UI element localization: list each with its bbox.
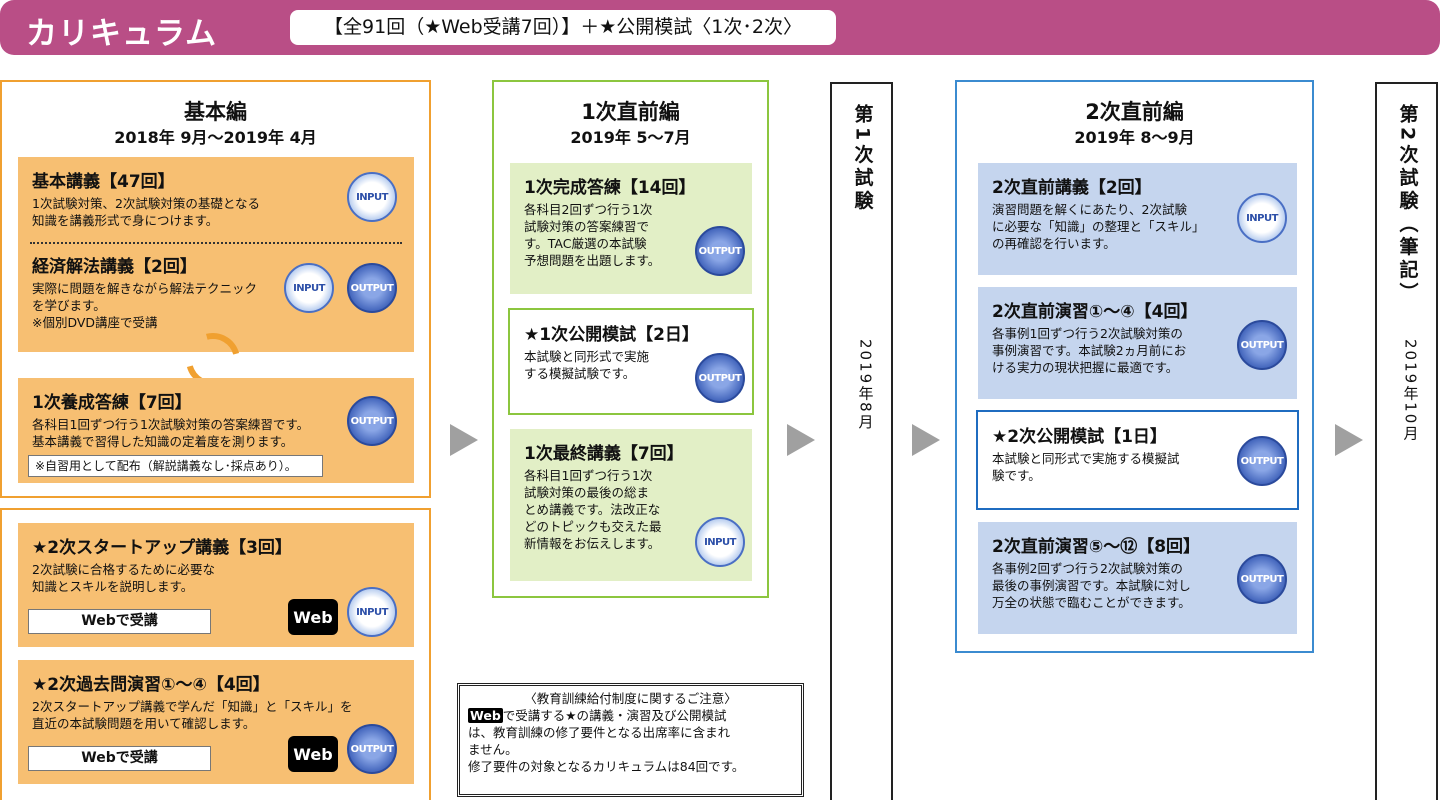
course-desc: 各科目1回ずつ行う1次 試験対策の最後の総ま とめ講義です。法改正な どのトピッ…	[524, 468, 662, 551]
notice-text: は、教育訓練の修了要件となる出席率に含まれ ません。	[468, 725, 731, 757]
web-badge: Web	[288, 599, 338, 635]
section-date: 2019年 5～7月	[570, 128, 691, 147]
section-title: 基本編	[184, 100, 247, 124]
course-desc: 本試験と同形式で実施する模擬試 験です。	[992, 451, 1180, 483]
course-card: ★2次過去問演習①～④【4回】 2次スタートアップ講義で学んだ「知識」と「スキル…	[18, 660, 414, 784]
basic-section: 基本編 2018年 9月～2019年 4月	[0, 80, 431, 498]
input-icon: INPUT	[1237, 193, 1287, 243]
exam-date: 2019年8月	[856, 339, 875, 431]
course-desc: 実際に問題を解きながら解法テクニック を学びます。 ※個別DVD講座で受講	[32, 281, 258, 330]
first-exam-column: 第1次試験 2019年8月	[830, 82, 893, 800]
course-title: 1次最終講義【7回】	[524, 444, 684, 464]
course-title: 2次直前講義【2回】	[992, 178, 1152, 198]
course-card: 1次完成答練【14回】 各科目2回ずつ行う1次 試験対策の答案練習で す。TAC…	[510, 163, 752, 294]
notice-text: 修了要件の対象となるカリキュラムは84回です。	[468, 759, 745, 774]
course-card: ★2次公開模試【1日】 本試験と同形式で実施する模擬試 験です。 OUTPUT	[976, 410, 1299, 510]
notice-title: 〈教育訓練給付制度に関するご注意〉	[524, 691, 737, 706]
course-title: 経済解法講義【2回】	[32, 257, 197, 277]
course-card: 1次養成答練【7回】 各科目1回ずつ行う1次試験対策の答案練習です。 基本講義で…	[18, 378, 414, 483]
course-desc: 本試験と同形式で実施 する模擬試験です。	[524, 349, 650, 381]
course-desc: 1次試験対策、2次試験対策の基礎となる 知識を講義形式で身につけます。	[32, 196, 261, 228]
second-pre-section: 2次直前編 2019年 8～9月	[955, 80, 1314, 653]
notice-text: で受講する★の講義・演習及び公開模試	[502, 708, 727, 723]
course-desc: 2次試験に合格するために必要な 知識とスキルを説明します。	[32, 562, 215, 594]
exam-title: 第1次試験	[851, 104, 874, 214]
course-desc: 各科目1回ずつ行う1次試験対策の答案練習です。 基本講義で習得した知識の定着度を…	[32, 417, 310, 449]
course-desc: 各科目2回ずつ行う1次 試験対策の答案練習で す。TAC厳選の本試験 予想問題を…	[524, 202, 661, 268]
output-icon: OUTPUT	[347, 724, 397, 774]
output-icon: OUTPUT	[1237, 436, 1287, 486]
input-icon: INPUT	[284, 263, 334, 313]
output-icon: OUTPUT	[695, 353, 745, 403]
course-title: ★2次公開模試【1日】	[992, 427, 1167, 447]
exam-title: 第2次試験（筆記）	[1396, 104, 1419, 306]
exam-date: 2019年10月	[1401, 339, 1420, 443]
section-title: 2次直前編	[1085, 100, 1184, 124]
curriculum-summary: 【全91回（★Web受講7回）】＋★公開模試〈1次･2次〉	[290, 10, 836, 45]
course-title: ★2次過去問演習①～④【4回】	[32, 675, 270, 695]
course-desc: 演習問題を解くにあたり、2次試験 に必要な「知識」の整理と「スキル」 の再確認を…	[992, 202, 1205, 251]
startup-section	[0, 508, 431, 800]
section-date: 2019年 8～9月	[1074, 128, 1195, 147]
course-title: 2次直前演習⑤～⑫【8回】	[992, 537, 1201, 557]
course-title: ★2次スタートアップ講義【3回】	[32, 538, 292, 558]
course-card: 基本講義【47回】 1次試験対策、2次試験対策の基礎となる 知識を講義形式で身に…	[18, 157, 414, 352]
course-card: 2次直前演習⑤～⑫【8回】 各事例2回ずつ行う2次試験対策の 最後の事例演習です…	[978, 522, 1297, 634]
distribution-note: ※自習用として配布（解説講義なし･採点あり）。	[28, 455, 323, 477]
arrow-right-icon	[1335, 424, 1363, 456]
course-desc: 各事例1回ずつ行う2次試験対策の 事例演習です。本試験2ヵ月前にお ける実力の現…	[992, 326, 1187, 375]
course-title: 基本講義【47回】	[32, 172, 175, 192]
web-badge: Web	[288, 736, 338, 772]
arrow-right-icon	[787, 424, 815, 456]
course-card: 1次最終講義【7回】 各科目1回ずつ行う1次 試験対策の最後の総ま とめ講義です…	[510, 429, 752, 581]
output-icon: OUTPUT	[695, 226, 745, 276]
input-icon: INPUT	[347, 587, 397, 637]
input-icon: INPUT	[695, 517, 745, 567]
course-title: 1次養成答練【7回】	[32, 393, 192, 413]
first-pre-section: 1次直前編 2019年 5～7月	[492, 80, 769, 598]
web-badge: Web	[468, 708, 503, 723]
input-icon: INPUT	[347, 172, 397, 222]
output-icon: OUTPUT	[347, 263, 397, 313]
course-title: 2次直前演習①～④【4回】	[992, 302, 1198, 322]
output-icon: OUTPUT	[1237, 554, 1287, 604]
course-title: 1次完成答練【14回】	[524, 178, 696, 198]
web-attend-button[interactable]: Webで受講	[28, 609, 211, 634]
arrow-right-icon	[912, 424, 940, 456]
course-desc: 各事例2回ずつ行う2次試験対策の 最後の事例演習です。本試験に対し 万全の状態で…	[992, 561, 1191, 610]
section-date: 2018年 9月～2019年 4月	[114, 128, 317, 147]
arrow-right-icon	[450, 424, 478, 456]
web-attend-button[interactable]: Webで受講	[28, 746, 211, 771]
course-title: ★1次公開模試【2日】	[524, 325, 699, 345]
course-card: ★2次スタートアップ講義【3回】 2次試験に合格するために必要な 知識とスキルを…	[18, 523, 414, 647]
divider	[30, 242, 402, 244]
second-exam-column: 第2次試験（筆記） 2019年10月	[1375, 82, 1438, 800]
section-title: 1次直前編	[581, 100, 680, 124]
page-title: カリキュラム	[26, 16, 218, 52]
course-desc: 2次スタートアップ講義で学んだ「知識」と「スキル」を 直近の本試験問題を用いて確…	[32, 699, 353, 731]
course-card: 2次直前演習①～④【4回】 各事例1回ずつ行う2次試験対策の 事例演習です。本試…	[978, 287, 1297, 399]
output-icon: OUTPUT	[347, 396, 397, 446]
course-card: ★1次公開模試【2日】 本試験と同形式で実施 する模擬試験です。 OUTPUT	[508, 308, 754, 415]
course-card: 2次直前講義【2回】 演習問題を解くにあたり、2次試験 に必要な「知識」の整理と…	[978, 163, 1297, 275]
output-icon: OUTPUT	[1237, 320, 1287, 370]
